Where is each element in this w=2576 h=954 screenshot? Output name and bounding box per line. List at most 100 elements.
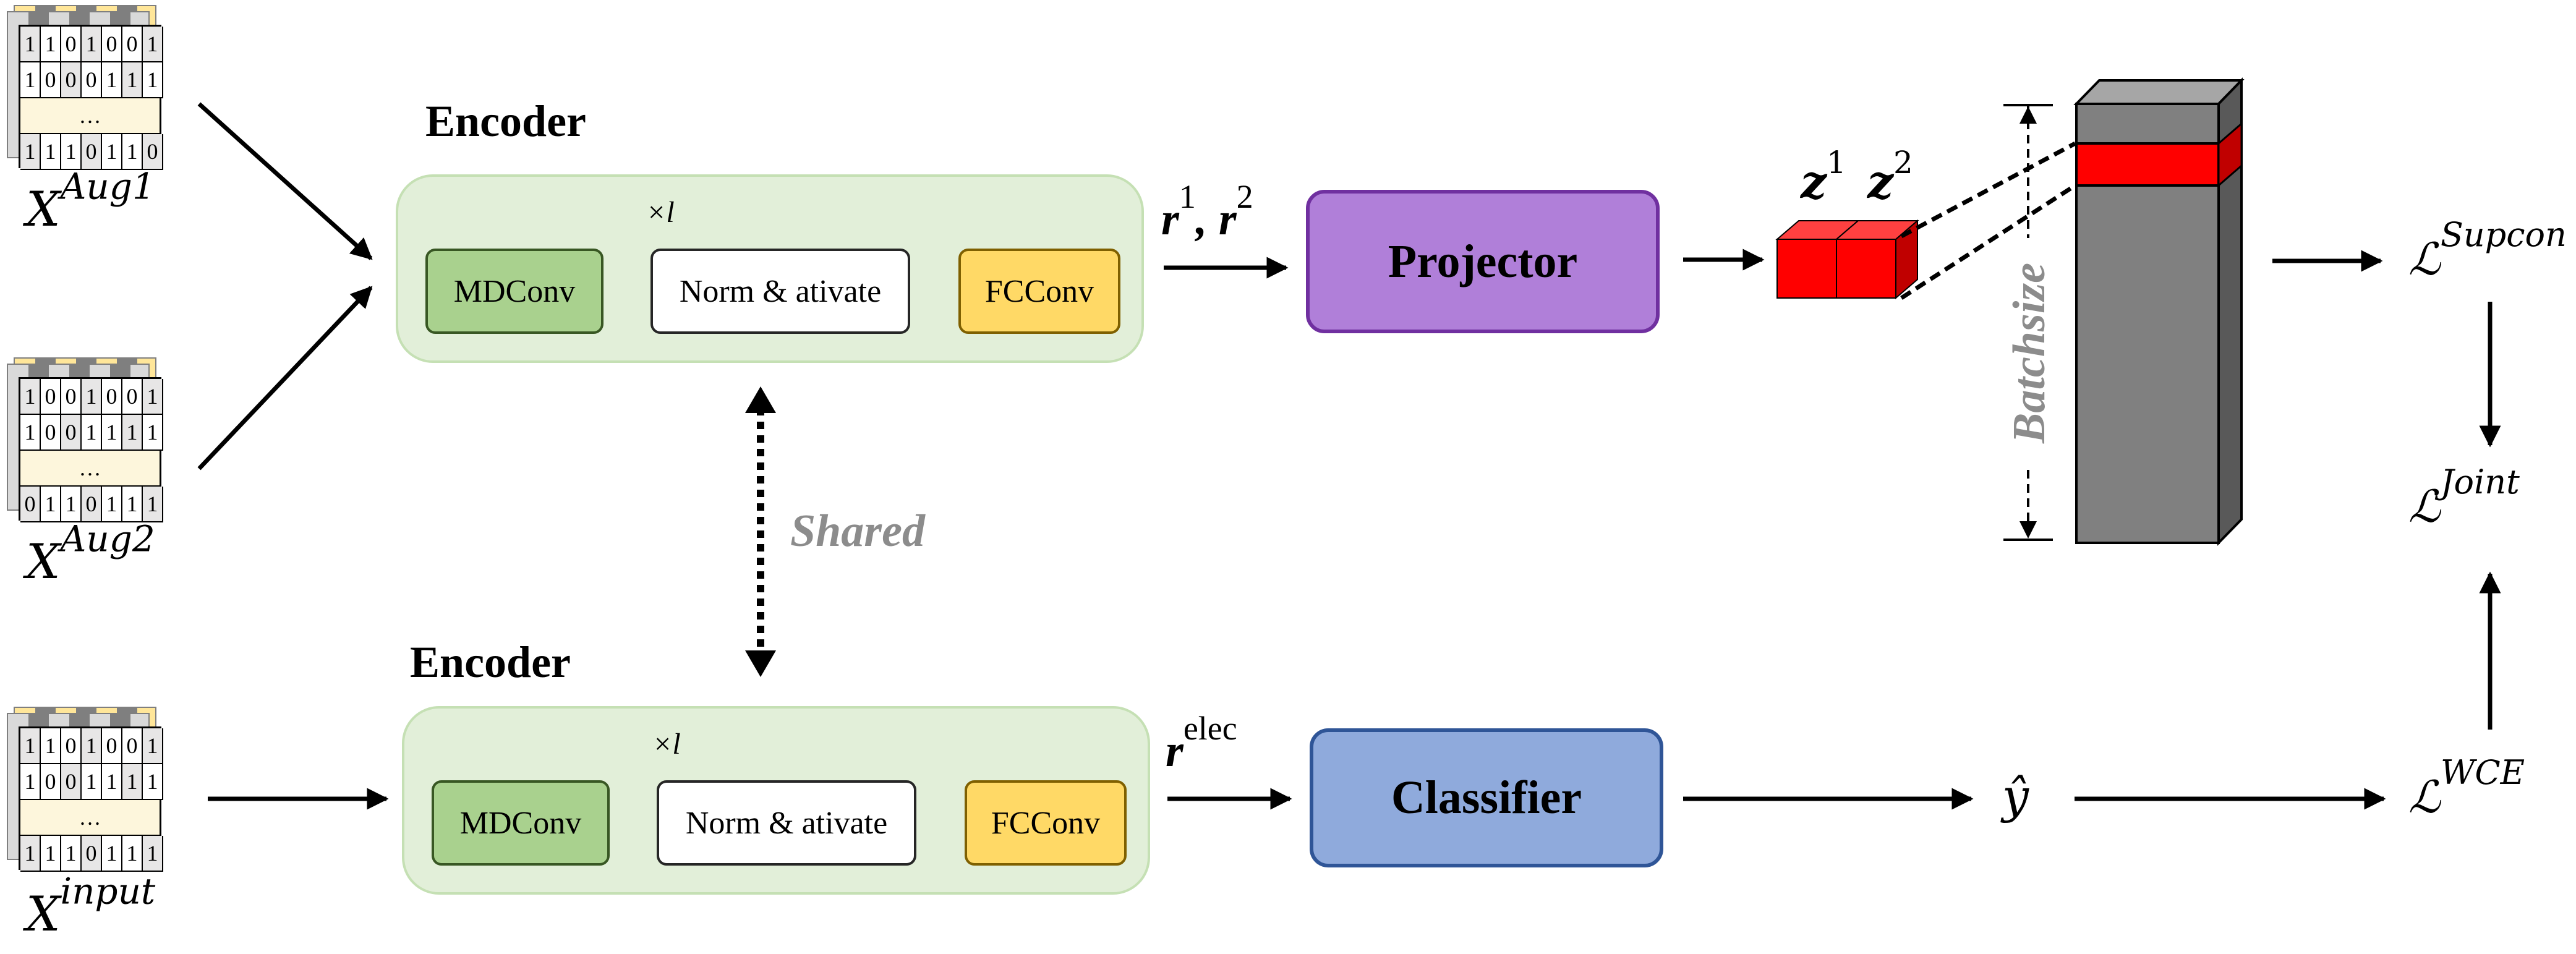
matrix-cell: 1 <box>143 728 163 764</box>
matrix-cell: 1 <box>143 764 163 800</box>
matrix-cell: 0 <box>82 836 102 872</box>
matrix-cell: 1 <box>122 836 143 872</box>
matrix-cell: 1 <box>82 379 102 415</box>
matrix-cell: 0 <box>143 134 163 170</box>
matrix-cell: 1 <box>143 27 163 62</box>
matrix-cell: 1 <box>20 134 41 170</box>
mdconv-block-top: MDConv <box>425 249 603 334</box>
matrix-cell: 0 <box>82 62 102 98</box>
matrix-cell: 1 <box>122 134 143 170</box>
matrix-cell: 0 <box>122 27 143 62</box>
batchsize-arrowhead-up <box>2019 106 2037 124</box>
matrix-cell: 1 <box>102 836 122 872</box>
matrix-cell: 1 <box>61 836 82 872</box>
fcconv-block-top: FCConv <box>958 249 1120 334</box>
label-r1-r2: r1, r2 <box>1161 178 1253 245</box>
classifier-block: Classifier <box>1310 728 1663 867</box>
matrix-ellipsis-row: … <box>20 800 160 836</box>
matrix-cell: 1 <box>20 27 41 62</box>
matrix-cell: 1 <box>102 415 122 451</box>
batchsize-label: Batchsize <box>2004 263 2055 443</box>
repeat-label-top: ×l <box>646 196 675 229</box>
matrix-cell: 1 <box>41 27 61 62</box>
matrix-cell: 1 <box>102 764 122 800</box>
matrix-cell: 0 <box>61 764 82 800</box>
matrix-cell: 0 <box>102 27 122 62</box>
matrix-cell: 1 <box>122 764 143 800</box>
loss-joint: ℒJoint <box>2408 462 2520 532</box>
matrix-cell: 0 <box>61 379 82 415</box>
shared-arrow-head-up <box>745 386 776 413</box>
matrix-cell: 1 <box>82 415 102 451</box>
label-x-aug2: XAug2 <box>26 517 155 590</box>
label-z1: z1 <box>1801 145 1846 209</box>
projector-block: Projector <box>1306 190 1660 333</box>
norm-block-top: Norm & ativate <box>650 249 910 334</box>
matrix-cell: 1 <box>143 379 163 415</box>
encoder-title-top: Encoder <box>425 96 586 146</box>
loss-supcon: ℒSupcon <box>2408 215 2567 285</box>
arrow-aug1-to-encoder <box>197 102 373 260</box>
prediction-yhat: ŷ <box>2002 769 2029 824</box>
encoder-title-bottom: Encoder <box>410 637 571 687</box>
matrix-cell: 0 <box>61 415 82 451</box>
embedding-cubes <box>1775 219 1919 300</box>
shared-arrow-head-down <box>745 650 776 677</box>
matrix-cell: 0 <box>82 134 102 170</box>
matrix-cell: 0 <box>41 764 61 800</box>
mdconv-block-bottom: MDConv <box>432 780 610 866</box>
matrix-cell: 0 <box>61 728 82 764</box>
matrix-cell: 1 <box>122 62 143 98</box>
matrix-cell: 1 <box>102 134 122 170</box>
projection-dashed-upper <box>1900 141 2076 239</box>
loss-wce: ℒWCE <box>2408 753 2525 823</box>
label-z2: z2 <box>1867 145 1913 209</box>
matrix-cell: 1 <box>61 487 82 522</box>
matrix-cell: 0 <box>41 415 61 451</box>
matrix-ellipsis-row: … <box>20 98 160 134</box>
matrix-cell: 0 <box>20 487 41 522</box>
matrix-cell: 0 <box>122 379 143 415</box>
repeat-label-bottom: ×l <box>652 728 681 760</box>
matrix-cell: 1 <box>41 836 61 872</box>
matrix-cell: 1 <box>61 134 82 170</box>
matrix-cell: 0 <box>82 487 102 522</box>
matrix-cell: 1 <box>82 728 102 764</box>
matrix-ellipsis-row: … <box>20 451 160 487</box>
matrix-cell: 0 <box>122 728 143 764</box>
matrix-cell: 1 <box>20 62 41 98</box>
matrix-cell: 1 <box>82 27 102 62</box>
matrix-cell: 1 <box>41 487 61 522</box>
matrix-cell: 1 <box>143 836 163 872</box>
matrix-cell: 0 <box>61 27 82 62</box>
label-x-input: Xinput <box>26 870 156 942</box>
batch-column <box>2073 77 2245 546</box>
matrix-cell: 1 <box>102 487 122 522</box>
matrix-cell: 1 <box>20 728 41 764</box>
shared-label: Shared <box>790 506 925 556</box>
matrix-cell: 0 <box>102 379 122 415</box>
matrix-cell: 1 <box>41 134 61 170</box>
matrix-cell: 1 <box>41 728 61 764</box>
matrix-cell: 0 <box>102 728 122 764</box>
matrix-cell: 1 <box>20 379 41 415</box>
matrix-cell: 1 <box>143 415 163 451</box>
matrix-cell: 1 <box>122 487 143 522</box>
matrix-cell: 1 <box>20 836 41 872</box>
norm-block-bottom: Norm & ativate <box>657 780 916 866</box>
matrix-cell: 1 <box>20 415 41 451</box>
matrix-cell: 1 <box>82 764 102 800</box>
matrix-cell: 1 <box>122 415 143 451</box>
label-r-elec: relec <box>1166 710 1237 777</box>
matrix-cell: 0 <box>41 379 61 415</box>
matrix-cell: 1 <box>20 764 41 800</box>
matrix-cell: 0 <box>61 62 82 98</box>
